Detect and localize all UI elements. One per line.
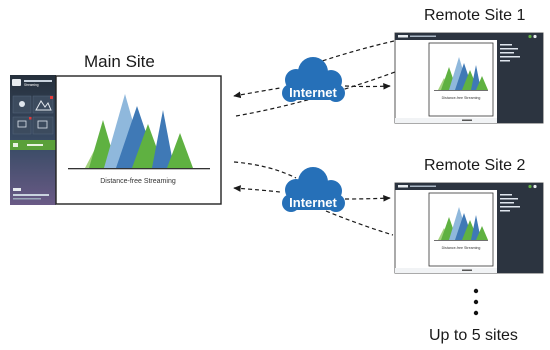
remote-site-2-device: Distance-free Streaming (394, 182, 544, 274)
cloud-icon: Internet (282, 57, 345, 102)
arrow-main-to-cloud-2 (233, 185, 281, 193)
remote-site-2-label: Remote Site 2 (424, 157, 526, 174)
remote-1-mountain-logo (434, 57, 488, 91)
remote-1-caption: Distance-free Streaming (442, 96, 481, 100)
internet-label-1: Internet (289, 85, 337, 100)
main-site-label: Main Site (84, 52, 155, 71)
remote-2-mountain-logo (434, 207, 488, 241)
more-sites-dots (473, 288, 479, 316)
cloud-icon: Internet (282, 167, 345, 212)
internet-label-2: Internet (289, 195, 337, 210)
remote-site-1-device: Distance-free Streaming (394, 32, 544, 124)
remote-site-1-label: Remote Site 1 (424, 7, 526, 24)
arrow-cloud-1-to-remote-1 (344, 82, 391, 90)
main-caption: Distance-free Streaming (100, 178, 176, 185)
main-control-panel: Streaming (10, 75, 56, 205)
panel-title: Streaming (24, 83, 39, 87)
main-mountain-logo (68, 94, 210, 170)
main-site-device: Streaming (10, 75, 222, 205)
remote-2-caption: Distance-free Streaming (442, 246, 481, 250)
dashed-link-cloud-2-to-remote-2 (325, 210, 394, 236)
up-to-sites-label: Up to 5 sites (429, 327, 518, 344)
arrow-cloud-2-to-remote-2 (344, 194, 391, 202)
dashed-link-main-to-cloud-2 (233, 161, 297, 179)
dashed-link-cloud-1-to-remote-1 (315, 40, 395, 64)
arrow-main-to-cloud-1 (233, 87, 281, 99)
